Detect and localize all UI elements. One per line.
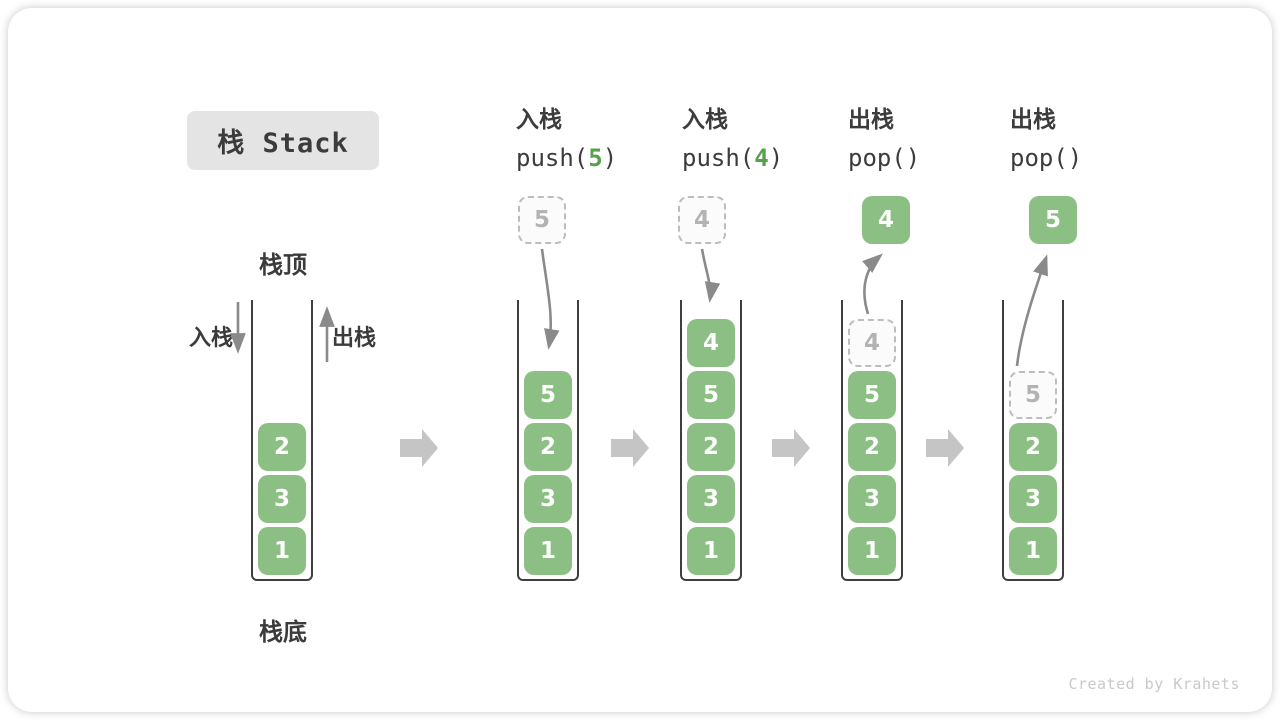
header-push-4: 入栈 push(4)	[682, 107, 783, 172]
code-text: push(	[682, 143, 755, 172]
popped-box-4: 4	[862, 196, 910, 244]
operation-label: 出栈	[848, 107, 894, 133]
header-pop-5: 出栈 pop()	[1010, 107, 1082, 172]
ghost-cell-5: 5	[1009, 371, 1057, 419]
stack-cell-1: 1	[1009, 527, 1057, 575]
operation-label: 入栈	[682, 107, 728, 133]
stack-cell-5: 5	[848, 371, 896, 419]
incoming-box-4: 4	[678, 196, 726, 244]
stack-cell-2: 2	[524, 423, 572, 471]
stack-cell-3: 3	[258, 475, 306, 523]
incoming-box-5: 5	[518, 196, 566, 244]
code-text: pop()	[1010, 143, 1083, 172]
ghost-cell-4: 4	[848, 319, 896, 367]
stack-top-label: 栈顶	[259, 251, 307, 279]
stack-cell-3: 3	[1009, 475, 1057, 523]
stack-cell-4: 4	[687, 319, 735, 367]
stack-cell-3: 3	[524, 475, 572, 523]
code-text: )	[602, 143, 618, 172]
operation-label: 出栈	[1010, 107, 1056, 133]
operation-code: pop()	[1010, 144, 1082, 172]
code-arg: 5	[588, 143, 603, 172]
code-text: )	[768, 143, 784, 172]
operation-code: push(4)	[682, 144, 783, 172]
stack-cell-5: 5	[687, 371, 735, 419]
stack-cell-5: 5	[524, 371, 572, 419]
stack-cell-2: 2	[1009, 423, 1057, 471]
header-pop-4: 出栈 pop()	[848, 107, 920, 172]
code-text: push(	[516, 143, 589, 172]
stack-cell-1: 1	[687, 527, 735, 575]
operation-code: pop()	[848, 144, 920, 172]
stack-cell-2: 2	[687, 423, 735, 471]
operation-label: 入栈	[516, 107, 562, 133]
stack-bottom-label: 栈底	[259, 618, 307, 646]
stack-cell-1: 1	[258, 527, 306, 575]
stack-cell-3: 3	[687, 475, 735, 523]
stack-cell-2: 2	[258, 423, 306, 471]
title-badge: 栈 Stack	[187, 111, 379, 170]
stack-cell-2: 2	[848, 423, 896, 471]
push-side-label: 入栈	[188, 326, 233, 351]
operation-code: push(5)	[516, 144, 617, 172]
pop-side-label: 出栈	[332, 326, 377, 351]
header-push-5: 入栈 push(5)	[516, 107, 617, 172]
title-badge-label: 栈 Stack	[217, 128, 349, 159]
code-arg: 4	[754, 143, 769, 172]
popped-box-5: 5	[1029, 196, 1077, 244]
stack-cell-1: 1	[848, 527, 896, 575]
stack-cell-1: 1	[524, 527, 572, 575]
watermark: Created by Krahets	[1068, 675, 1240, 693]
code-text: pop()	[848, 143, 921, 172]
stack-cell-3: 3	[848, 475, 896, 523]
